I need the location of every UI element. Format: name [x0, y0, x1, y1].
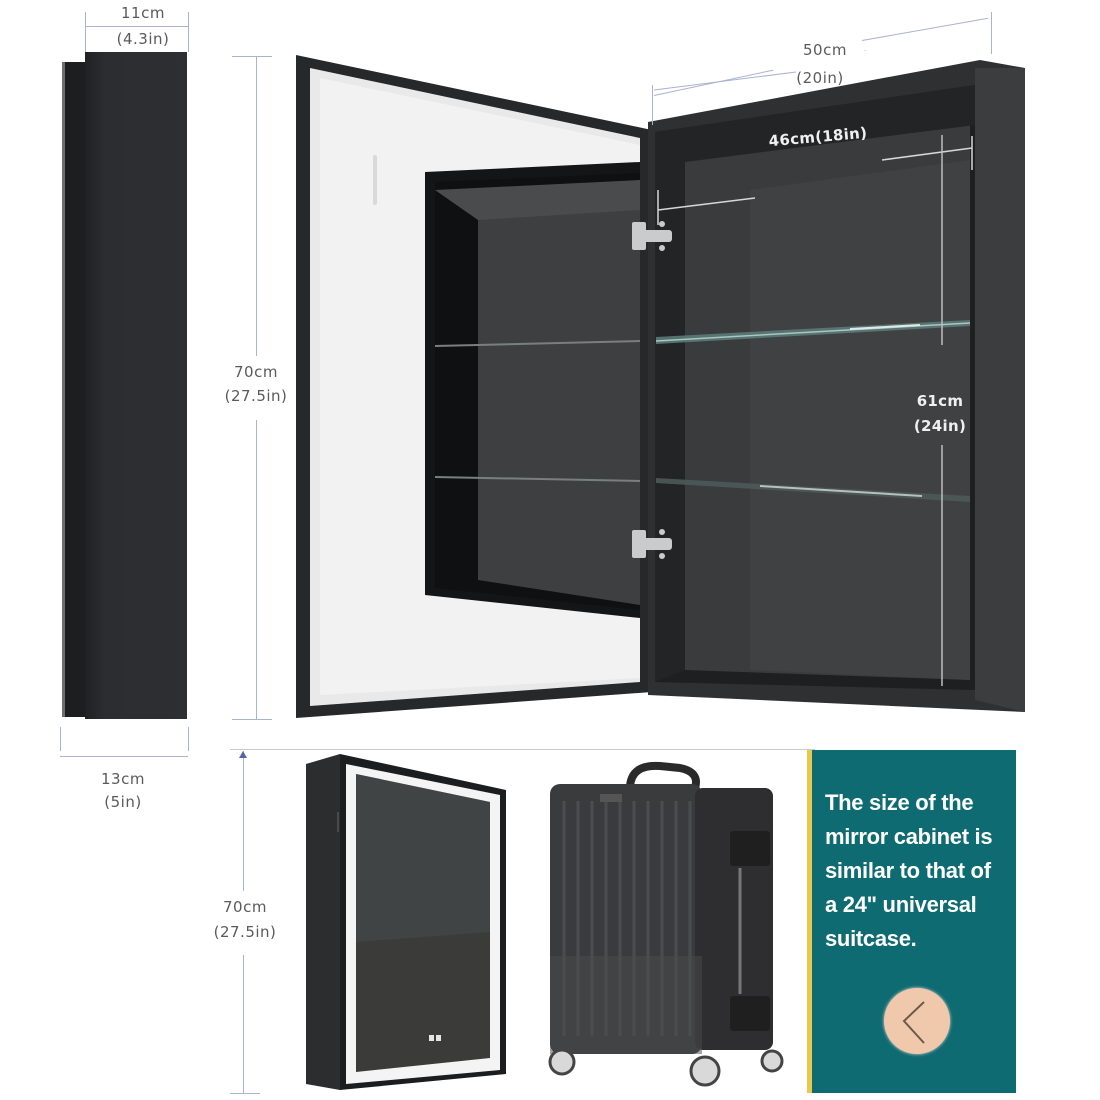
- height-top-line: [256, 56, 257, 356]
- side-view-group: 11cm (4.3in) 13cm (5in): [40, 0, 200, 830]
- comparison-text-line-1: The size of the: [825, 790, 974, 815]
- suitcase-illustration: [540, 756, 785, 1090]
- suitcase-svg: [548, 761, 784, 1087]
- height-top-line-lower: [256, 420, 257, 720]
- height-top-cm: 70cm: [234, 363, 278, 381]
- previous-button[interactable]: [884, 988, 950, 1054]
- bottom-height-cm: 70cm: [223, 898, 267, 916]
- open-cabinet-svg: [296, 50, 1025, 718]
- depth-bottom-tick-left: [60, 727, 61, 751]
- outer-width-line-right: [861, 17, 989, 41]
- depth-bottom-in: (5in): [104, 793, 142, 811]
- height-top-line-cap: [232, 56, 272, 57]
- bottom-height-in: (27.5in): [213, 923, 277, 941]
- closed-cabinet-svg: [306, 754, 506, 1090]
- outer-width-tick-right: [991, 12, 992, 54]
- chevron-left-icon: [902, 1001, 925, 1044]
- depth-bottom-tick-right: [188, 727, 189, 751]
- bottom-section-top-divider: [230, 749, 815, 750]
- cabinet-side-profile: [62, 62, 86, 717]
- depth-bottom-cm: 13cm: [101, 770, 145, 788]
- comparison-text-line-3: similar to that of: [825, 858, 991, 883]
- bottom-height-cap: [230, 1093, 260, 1094]
- closed-led-mirror-cabinet: [302, 752, 512, 1092]
- height-top-in: (27.5in): [224, 387, 288, 405]
- outer-width-tick-left: [652, 85, 653, 125]
- comparison-text-line-5: suitcase.: [825, 926, 917, 951]
- depth-top-cm: 11cm: [121, 4, 165, 22]
- depth-top-tick-right: [188, 12, 189, 52]
- open-cabinet-illustration: [290, 50, 1030, 730]
- bottom-height-line-upper: [243, 751, 244, 891]
- arrow-up-icon: [239, 751, 247, 758]
- depth-top-line: [85, 26, 189, 27]
- inner-height-cm: 61cm: [916, 392, 964, 410]
- comparison-text-line-2: mirror cabinet is: [825, 824, 993, 849]
- depth-top-tick-left: [85, 12, 86, 52]
- outer-width-cm: 50cm: [803, 41, 847, 59]
- inner-height-in: (24in): [913, 417, 967, 435]
- outer-width-in: (20in): [796, 69, 844, 87]
- comparison-text-line-4: a 24" universal: [825, 892, 977, 917]
- comparison-text: The size of the mirror cabinet is simila…: [825, 786, 1020, 956]
- depth-bottom-line: [60, 756, 188, 757]
- comparison-info-panel: The size of the mirror cabinet is simila…: [807, 750, 1016, 1093]
- cabinet-side-body: [85, 52, 187, 719]
- height-bottom-line-cap: [232, 719, 272, 720]
- bottom-height-line-lower: [243, 955, 244, 1093]
- depth-top-in: (4.3in): [116, 30, 170, 48]
